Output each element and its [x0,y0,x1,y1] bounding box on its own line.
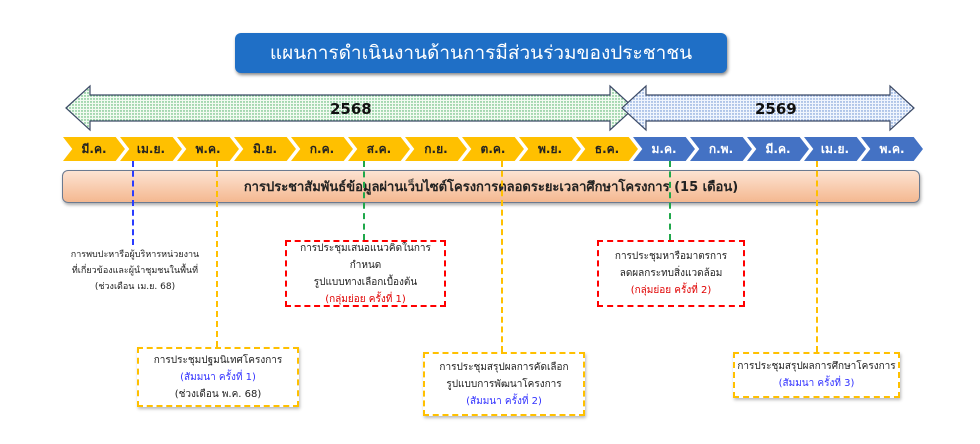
page-title: แผนการดำเนินงานด้านการมีส่วนร่วมของประชา… [235,33,727,73]
month-chevron: พ.ค. [177,137,239,161]
month-chevron: ก.พ. [690,137,752,161]
month-chevron: ก.ค. [291,137,353,161]
event-text: การประชุมปฐมนิเทศโครงการ [153,354,283,366]
month-chevron: เม.ย. [120,137,182,161]
event-type: (สัมมนา ครั้งที่ 3) [778,378,855,389]
event-text: การประชุมสรุปผลการคัดเลือก [439,361,569,373]
month-chevron: พ.ย. [519,137,581,161]
month-chevron: ม.ค. [633,137,695,161]
event-type: (กลุ่มย่อย ครั้งที่ 1) [325,293,406,305]
connector-line [816,161,818,352]
event-text: ที่เกี่ยวข้องและผู้นำชุมชนในพื้นที่ [71,266,199,276]
event-text: การประชุมสรุปผลการศึกษาโครงการ [737,361,896,372]
event-focus-group-1: การประชุมเสนอแนวคิดในการกำหนด รูปแบบทางเ… [285,240,446,307]
month-chevron: ส.ค. [348,137,410,161]
event-type: (สัมมนา ครั้งที่ 2) [466,395,542,407]
event-text: รูปแบบทางเลือกเบื้องต้น [313,276,418,288]
event-seminar-3: การประชุมสรุปผลการศึกษาโครงการ (สัมมนา ค… [733,352,900,398]
event-text: การประชุมเสนอแนวคิดในการกำหนด [300,242,431,271]
connector-line [363,161,365,240]
month-chevron: มี.ค. [747,137,809,161]
event-text: การประชุมหารือมาตรการ [614,251,728,262]
year-2569-arrow [621,84,915,132]
event-text: การพบปะหารือผู้บริหารหน่วยงาน [70,250,200,260]
year-arrows [65,84,915,132]
event-date: (ช่วงเดือน เม.ย. 68) [94,282,176,292]
event-date: (ช่วงเดือน พ.ค. 68) [174,388,262,400]
event-text: ลดผลกระทบสิ่งแวดล้อม [619,268,723,279]
event-type: (สัมมนา ครั้งที่ 1) [180,371,256,383]
year-2568-label: 2568 [330,100,372,118]
month-chevron: มิ.ย. [234,137,296,161]
event-seminar-1: การประชุมปฐมนิเทศโครงการ (สัมมนา ครั้งที… [137,347,299,407]
connector-line [501,161,503,352]
month-chevron: มี.ค. [63,137,125,161]
pr-banner: การประชาสัมพันธ์ข้อมูลผ่านเว็บไซต์โครงกา… [62,170,920,203]
connector-line [216,161,218,347]
event-type: (กลุ่มย่อย ครั้งที่ 2) [630,285,712,296]
month-chevron: ต.ค. [462,137,524,161]
month-chevron: ธ.ค. [576,137,638,161]
event-focus-group-2: การประชุมหารือมาตรการ ลดผลกระทบสิ่งแวดล้… [597,240,745,307]
connector-line [132,161,134,245]
connector-line [669,161,671,240]
event-text: รูปแบบการพัฒนาโครงการ [446,378,562,390]
month-chevron: เม.ย. [804,137,866,161]
event-stakeholder-meeting: การพบปะหารือผู้บริหารหน่วยงาน ที่เกี่ยวข… [65,245,205,297]
month-chevron: ก.ย. [405,137,467,161]
year-2569-label: 2569 [755,100,797,118]
month-chevron: พ.ค. [861,137,923,161]
event-seminar-2: การประชุมสรุปผลการคัดเลือก รูปแบบการพัฒน… [423,352,585,416]
